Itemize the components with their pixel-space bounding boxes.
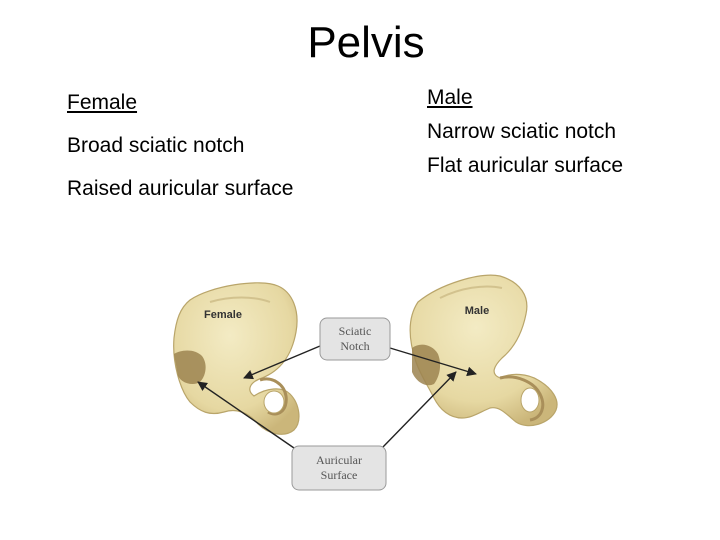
pelvis-comparison-figure: Female Male Sciatic Notch Auricular — [150, 262, 590, 502]
male-point-1: Narrow sciatic notch — [427, 120, 617, 143]
female-point-1: Broad sciatic notch — [67, 134, 245, 157]
auricular-callout-line-2: Surface — [321, 468, 358, 482]
female-bone-label: Female — [204, 309, 242, 321]
male-point-2: Flat auricular surface — [427, 154, 624, 177]
callout-arrows — [197, 345, 477, 449]
auricular-surface-callout: Auricular Surface — [291, 445, 387, 491]
pelvis-illustration: Female Male Sciatic Notch Auricular — [173, 274, 558, 491]
auricular-callout-line-1: Auricular — [316, 453, 362, 467]
sciatic-callout-line-2: Notch — [340, 339, 369, 353]
female-column: Female Broad sciatic notch Raised auricu… — [67, 89, 293, 218]
male-heading: Male — [427, 86, 473, 109]
male-hip-bone: Male — [409, 274, 558, 427]
male-column: Male Narrow sciatic notch Flat auricular… — [427, 84, 623, 186]
sciatic-notch-callout: Sciatic Notch — [319, 317, 391, 361]
female-hip-bone: Female — [173, 282, 300, 435]
female-point-2: Raised auricular surface — [67, 177, 294, 200]
sciatic-callout-line-1: Sciatic — [339, 324, 372, 338]
slide-title: Pelvis — [307, 18, 425, 67]
male-bone-label: Male — [465, 305, 489, 317]
female-heading: Female — [67, 91, 138, 114]
